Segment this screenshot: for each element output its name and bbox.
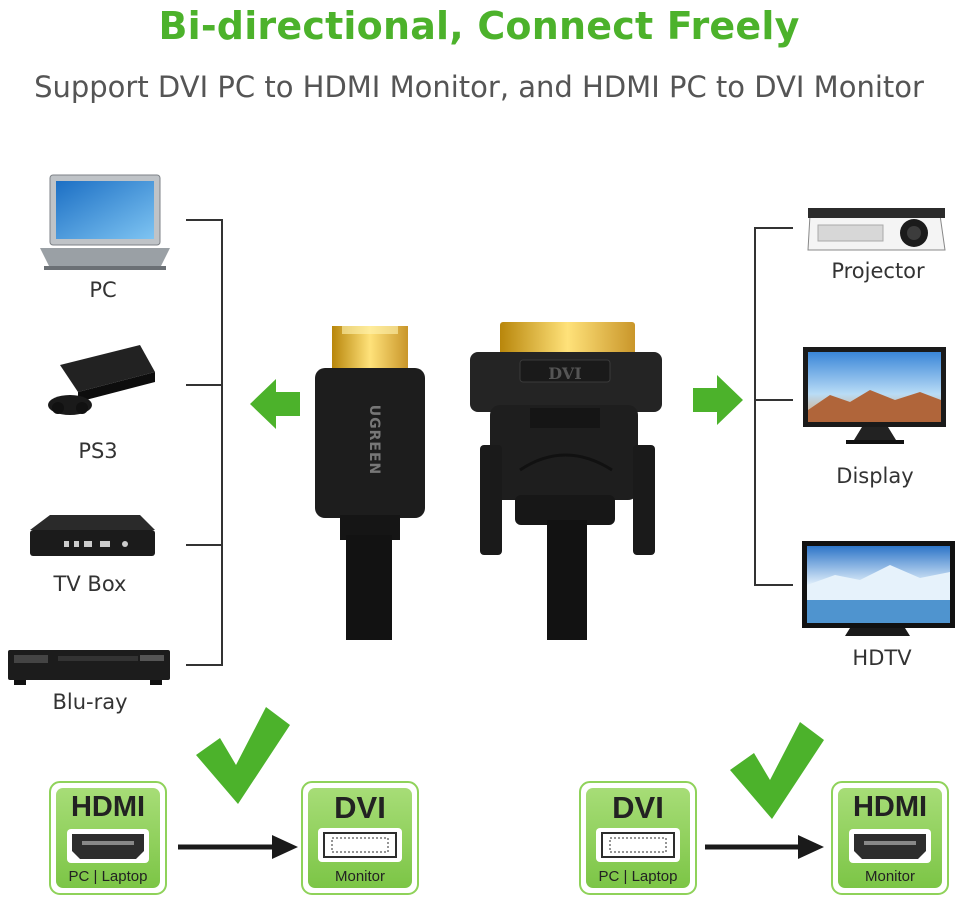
flow-2-source-type: DVI: [612, 790, 664, 825]
flow-1-target-type: DVI: [334, 790, 386, 825]
flow-2-source-caption: PC | Laptop: [598, 868, 678, 885]
flow-1-target-box: [301, 781, 419, 895]
tv-icon: [802, 541, 955, 636]
device-label-pc: PC: [89, 278, 117, 302]
cable-brand: UGREEN: [366, 405, 382, 475]
flow-arrow-left: [178, 835, 298, 859]
device-label-bluray: Blu-ray: [52, 690, 128, 714]
hdmi-connector: UGREEN: [315, 326, 425, 640]
device-label-display: Display: [836, 464, 914, 488]
arrow-right-icon: [693, 375, 743, 425]
dvi-connector: DVI: [470, 322, 662, 640]
monitor-icon: [803, 347, 946, 444]
laptop-icon: [40, 174, 170, 270]
dvi-label: DVI: [548, 364, 582, 383]
flow-1-target-caption: Monitor: [334, 868, 386, 885]
flow-2-target-type: HDMI: [852, 791, 928, 823]
flow-arrow-right: [705, 835, 824, 859]
flow-1-source-caption: PC | Laptop: [68, 868, 148, 885]
device-label-ps3: PS3: [78, 439, 118, 463]
page-subtitle: Support DVI PC to HDMI Monitor, and HDMI…: [34, 70, 924, 104]
flow-2-source-box: [579, 781, 697, 895]
checkmark-left-icon: [196, 707, 290, 804]
bluray-player-icon: [8, 650, 170, 685]
left-bracket: [186, 219, 223, 666]
flow-1-source-box: [49, 781, 167, 895]
device-label-tv-box: TV Box: [53, 572, 127, 596]
flow-2-target-box: [831, 781, 949, 895]
device-label-hdtv: HDTV: [852, 646, 912, 670]
device-label-projector: Projector: [831, 259, 925, 283]
checkmark-right-icon: [730, 722, 824, 819]
arrow-left-icon: [250, 379, 300, 429]
right-bracket: [754, 227, 793, 586]
flow-1-source-type: HDMI: [70, 791, 146, 823]
flow-2-target-caption: Monitor: [864, 868, 916, 885]
tv-box-icon: [30, 515, 155, 556]
page-title: Bi-directional, Connect Freely: [158, 4, 800, 48]
game-console-icon: [48, 345, 155, 415]
projector-icon: [807, 208, 946, 251]
